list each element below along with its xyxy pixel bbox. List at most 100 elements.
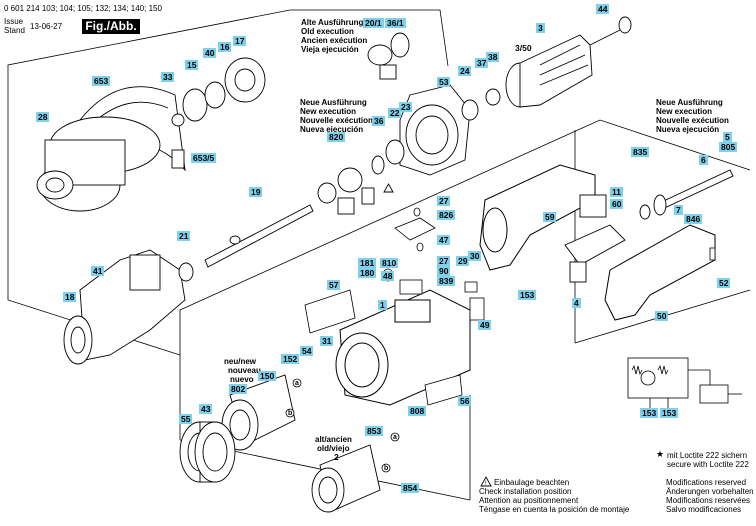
- issue-date: 13-06-27: [30, 22, 63, 31]
- part-label[interactable]: 59: [543, 212, 557, 222]
- connector-a-label: a: [393, 434, 397, 441]
- part-label[interactable]: 33: [161, 72, 175, 82]
- part-label[interactable]: 6: [699, 155, 708, 165]
- part-label[interactable]: 802: [229, 384, 248, 394]
- part-label[interactable]: 47: [437, 235, 451, 245]
- part-label[interactable]: 835: [631, 147, 650, 157]
- modifications-es: Salvo modificaciones: [666, 505, 742, 514]
- part-label[interactable]: 36: [372, 116, 386, 126]
- part-label[interactable]: 152: [281, 354, 300, 364]
- connector-a-label: a: [295, 380, 299, 387]
- part-label[interactable]: 854: [401, 483, 420, 493]
- old-execution-note-fr: Ancien exécution: [301, 36, 368, 45]
- part-label[interactable]: 150: [258, 371, 277, 381]
- part-label[interactable]: 22: [388, 108, 402, 118]
- cable-6: [639, 169, 734, 220]
- part-label[interactable]: 28: [36, 112, 50, 122]
- part-label[interactable]: 53: [437, 77, 451, 87]
- part-label[interactable]: 653: [92, 76, 111, 86]
- part-label[interactable]: 56: [458, 396, 472, 406]
- modifications-en: Modifications reserved: [666, 478, 747, 487]
- part-label[interactable]: 41: [91, 266, 105, 276]
- part-label[interactable]: 805: [719, 142, 738, 152]
- old-execution-note-de: Alte Ausführung: [301, 18, 364, 27]
- bearing-stack: [171, 57, 266, 169]
- svg-text:!: !: [485, 481, 487, 487]
- part-label[interactable]: 21: [177, 231, 191, 241]
- part-label[interactable]: 17: [233, 36, 247, 46]
- screw-52: [709, 247, 716, 261]
- connector-b-icon: [381, 463, 391, 473]
- install-warning-fr: Attention au positionnement: [479, 496, 579, 505]
- part-label[interactable]: 4: [572, 298, 581, 308]
- part-label[interactable]: 27: [437, 256, 451, 266]
- part-label[interactable]: 180: [358, 268, 377, 278]
- nose-housing-18: [63, 249, 186, 365]
- part-label[interactable]: 38: [486, 52, 500, 62]
- part-label[interactable]: 2: [334, 452, 339, 462]
- part-label[interactable]: 23: [399, 102, 413, 112]
- stand-label: Stand: [4, 26, 25, 35]
- part-label[interactable]: 43: [199, 404, 213, 414]
- part-label[interactable]: 24: [458, 66, 472, 76]
- part-label[interactable]: 55: [179, 414, 193, 424]
- part-label[interactable]: 57: [327, 280, 341, 290]
- part-label[interactable]: 15: [185, 60, 199, 70]
- field-coil-old-2: [311, 444, 381, 513]
- part-label[interactable]: 820: [327, 132, 346, 142]
- part-label[interactable]: 29: [456, 256, 470, 266]
- fan-ring-55: [179, 421, 236, 483]
- wiring-label[interactable]: 153: [660, 408, 679, 418]
- part-label[interactable]: 181: [358, 258, 377, 268]
- gearbox-53: [399, 84, 501, 176]
- part-label[interactable]: 44: [596, 4, 610, 14]
- old-small-note-1: alt/ancien: [315, 435, 352, 444]
- part-label[interactable]: 810: [380, 258, 399, 268]
- part-label[interactable]: 19: [249, 187, 263, 197]
- part-label[interactable]: 7: [674, 205, 683, 215]
- connector-b-label: b: [384, 465, 389, 472]
- part-label[interactable]: 54: [300, 346, 314, 356]
- part-label[interactable]: 20/1: [363, 18, 384, 28]
- old-execution-note-en: Old execution: [301, 27, 354, 36]
- new-small-note-1: neu/new: [224, 357, 257, 366]
- part-label[interactable]: 826: [437, 210, 456, 220]
- modifications-de: Änderungen vorbehalten: [666, 487, 754, 496]
- issue-label: Issue: [4, 17, 24, 26]
- part-label[interactable]: 36/1: [385, 18, 406, 28]
- new-execution-note-fr: Nouvelle exécution: [300, 116, 373, 125]
- part-label[interactable]: 3: [536, 23, 545, 33]
- part-label[interactable]: 11: [610, 187, 623, 197]
- part-label[interactable]: 31: [320, 336, 334, 346]
- part-label[interactable]: 48: [381, 271, 395, 281]
- part-label[interactable]: 1: [378, 300, 387, 310]
- part-label[interactable]: 16: [218, 42, 232, 52]
- part-label[interactable]: 153: [518, 290, 537, 300]
- new-execution-bearings: [317, 139, 405, 215]
- part-label[interactable]: 52: [717, 278, 731, 288]
- part-label[interactable]: 839: [437, 276, 456, 286]
- connector-a-icon: [292, 378, 302, 388]
- connector-a-icon: [390, 432, 400, 442]
- part-label[interactable]: 27: [437, 196, 451, 206]
- figure-title: Fig./Abb. 1: [82, 19, 140, 48]
- part-label[interactable]: 49: [478, 320, 492, 330]
- part-label[interactable]: 808: [408, 406, 427, 416]
- part-label[interactable]: 846: [684, 214, 703, 224]
- part-label[interactable]: 90: [437, 266, 451, 276]
- new-execution-note-de: Neue Ausführung: [300, 98, 367, 107]
- part-label[interactable]: 3/50: [515, 43, 532, 53]
- part-label[interactable]: 60: [610, 199, 624, 209]
- wiring-label[interactable]: 153: [640, 408, 659, 418]
- part-label[interactable]: 5: [723, 132, 732, 142]
- armature-3: [505, 16, 632, 108]
- new-small-note-3: nuevo: [230, 375, 254, 384]
- part-label[interactable]: 18: [63, 292, 77, 302]
- part-label[interactable]: 853: [365, 426, 384, 436]
- part-label[interactable]: 50: [655, 311, 669, 321]
- part-label[interactable]: 30: [468, 251, 482, 261]
- part-label[interactable]: 653/5: [191, 153, 217, 163]
- part-label[interactable]: 40: [203, 48, 217, 58]
- part-label[interactable]: 37: [475, 58, 489, 68]
